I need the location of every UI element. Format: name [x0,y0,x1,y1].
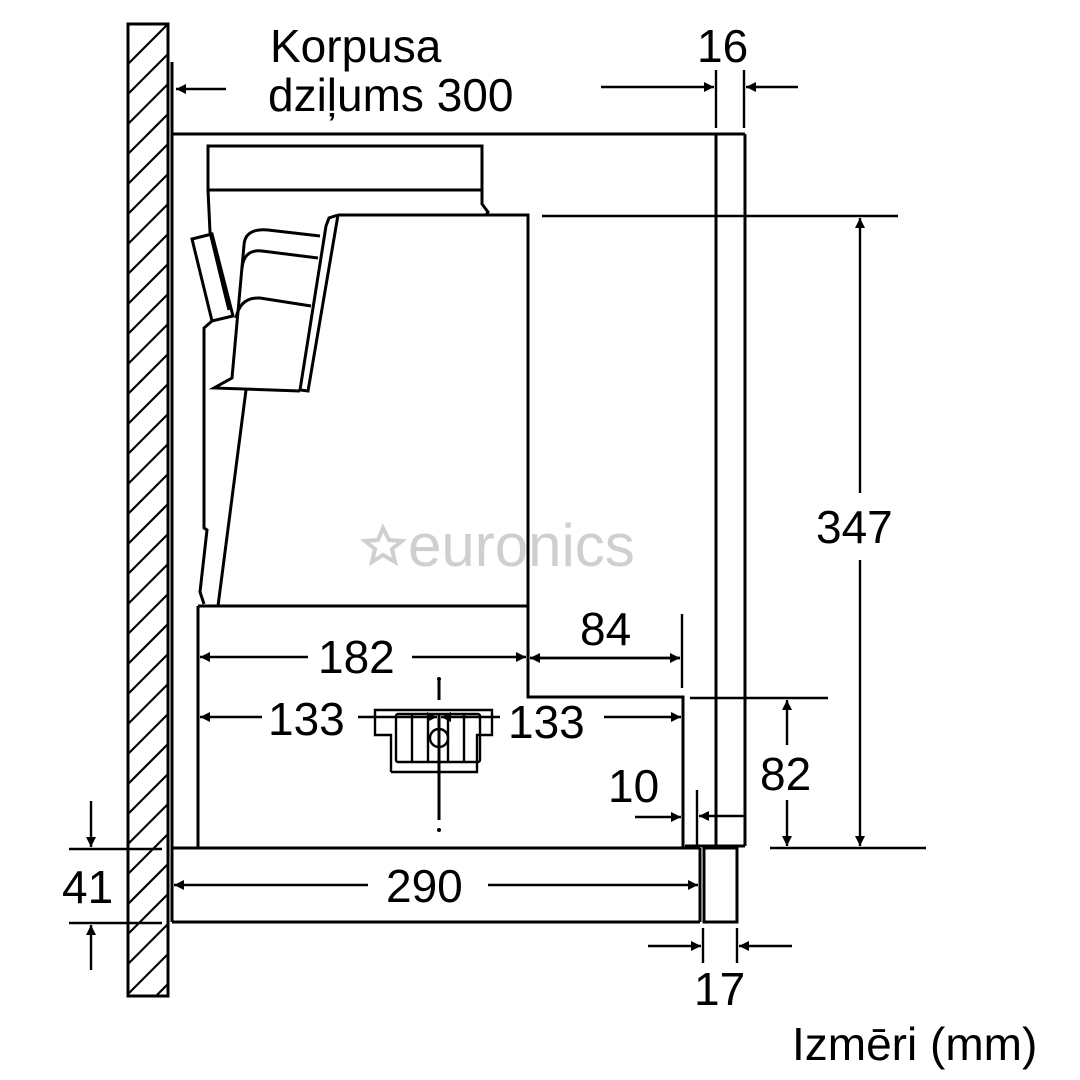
wall-hatched [126,22,170,998]
dim-bottom-panel: 17 [648,928,792,1015]
motor-connector [373,677,494,832]
dim-label-17: 17 [694,963,745,1015]
title-line1: Korpusa [270,20,442,72]
dim-body-depth: 182 [200,631,526,683]
watermark: euronics [359,512,635,579]
dim-label-82: 82 [760,748,811,800]
dim-front-panel: 16 [601,20,798,128]
cabinet-outline [170,62,747,924]
dim-label-290: 290 [386,860,463,912]
dim-base-thickness: 41 [62,801,162,970]
dim-front-gap: 10 [608,760,744,846]
dim-base-depth: 290 [174,860,698,912]
dim-lower-height: 82 [690,696,828,846]
hood-body [190,144,685,848]
dim-label-182: 182 [318,631,395,683]
dim-label-133-left: 133 [268,693,345,745]
star-icon [359,523,408,567]
dim-label-84: 84 [580,603,631,655]
dim-step-depth: 84 [530,603,684,688]
title-line2: dziļums 300 [268,69,513,121]
dim-cabinet-depth: Korpusa dziļums 300 [176,20,513,121]
dim-label-16: 16 [697,20,748,72]
watermark-text: euronics [408,512,635,579]
units-caption: Izmēri (mm) [792,1018,1037,1070]
dim-label-41: 41 [62,861,113,913]
dim-label-347: 347 [816,501,893,553]
dim-center-offsets: 133 133 [200,693,681,748]
dim-label-133-right: 133 [508,696,585,748]
dim-label-10: 10 [608,760,659,812]
dim-total-height: 347 [542,214,926,850]
